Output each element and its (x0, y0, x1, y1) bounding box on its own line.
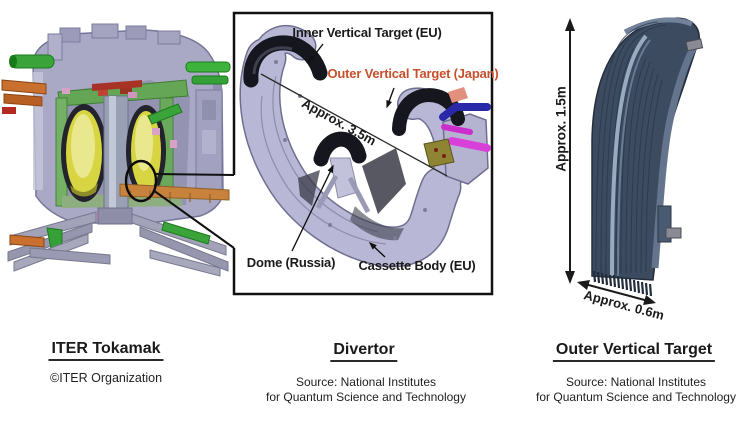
divertor-source-line1: Source: National Institutes (295, 375, 437, 389)
plasma-chamber-left-section (61, 104, 107, 202)
outer-target-caption: Outer Vertical Target (552, 341, 716, 362)
outer-target-source: Source: National Institutes for Quantum … (536, 375, 736, 405)
divertor-source: Source: National Institutes for Quantum … (266, 375, 466, 405)
blue-pipe (439, 103, 491, 121)
lower-pipework (7, 183, 230, 277)
target-height-dimension-label: Approx. 1.5m (553, 86, 569, 172)
olive-plate (423, 138, 455, 168)
divertor-cassette-illustration (239, 24, 491, 268)
outer-vertical-target-illustration (591, 17, 704, 297)
cassette-body-label: Cassette Body (EU) (358, 258, 476, 273)
inner-vertical-target-label: Inner Vertical Target (EU) (292, 25, 442, 40)
port-pipe-green-right (185, 61, 231, 73)
width-dimension-line (260, 73, 448, 177)
divertor-label-arrows (291, 43, 395, 258)
outer-target-source-line1: Source: National Institutes (565, 375, 707, 389)
callout-connector-top (154, 173, 235, 176)
magenta-pipe-upper (441, 124, 473, 135)
tokamak-caption: ITER Tokamak (48, 340, 164, 361)
inner-vertical-target-part (243, 35, 328, 88)
magenta-pipe-lower (448, 137, 491, 152)
outer-vertical-target-label: Outer Vertical Target (Japan) (327, 66, 499, 81)
comb-fringe (592, 270, 653, 297)
dimension-arrows (565, 18, 656, 305)
divertor-highlight-circle (124, 159, 158, 203)
port-pipes-orange-left (1, 79, 47, 114)
mounting-bracket-lower (665, 227, 682, 239)
divertor-caption: Divertor (330, 341, 398, 362)
outer-target-source-line2: for Quantum Science and Technology (536, 390, 736, 404)
mounting-bracket-upper (685, 38, 704, 52)
divertor-source-line2: for Quantum Science and Technology (266, 390, 466, 404)
tokamak-cutaway-illustration (1, 23, 231, 277)
callout-connector-bottom (152, 189, 235, 249)
dome-label: Dome (Russia) (246, 255, 336, 270)
dome-part (313, 131, 371, 214)
tokamak-credit: ©ITER Organization (49, 371, 163, 385)
